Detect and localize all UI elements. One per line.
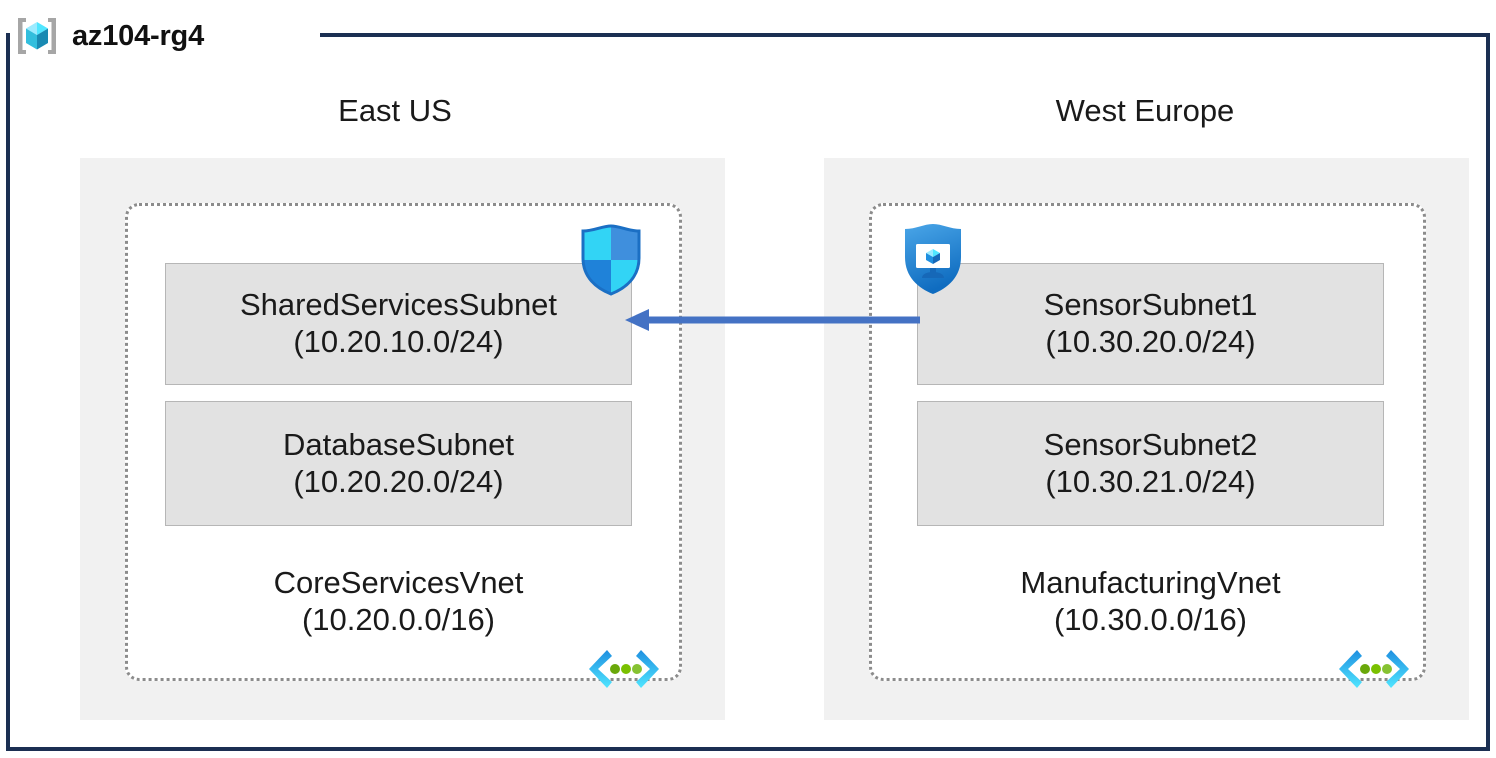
subnet-cidr: (10.30.20.0/24): [1045, 324, 1256, 359]
vnet-name: ManufacturingVnet: [1020, 565, 1281, 600]
subnet-name: DatabaseSubnet: [283, 426, 514, 462]
subnet-name: SensorSubnet2: [1043, 426, 1258, 462]
subnet-box-database[interactable]: DatabaseSubnet (10.20.20.0/24): [165, 401, 632, 526]
subnet-name: SensorSubnet1: [1043, 287, 1258, 323]
vnet-cidr: (10.30.0.0/16): [1053, 601, 1248, 637]
network-security-group-icon: [899, 222, 967, 296]
region-label-west-europe: West Europe: [1055, 93, 1235, 128]
subnet-box-sensor2[interactable]: SensorSubnet2 (10.30.21.0/24): [917, 401, 1384, 526]
resource-group-frame: [6, 33, 1490, 751]
virtual-network-icon: [588, 648, 660, 690]
resource-group-header: az104-rg4: [14, 10, 204, 62]
resource-group-name: az104-rg4: [72, 19, 204, 52]
firewall-shield-icon: [578, 224, 644, 296]
subnet-box-shared-services[interactable]: SharedServicesSubnet (10.20.10.0/24): [165, 263, 632, 385]
virtual-network-icon: [1338, 648, 1410, 690]
subnet-cidr: (10.30.21.0/24): [1045, 463, 1256, 499]
vnet-caption-manufacturing: ManufacturingVnet (10.30.0.0/16): [917, 565, 1384, 638]
subnet-box-sensor1[interactable]: SensorSubnet1 (10.30.20.0/24): [917, 263, 1384, 385]
subnet-cidr: (10.20.10.0/24): [293, 324, 504, 359]
vnet-cidr: (10.20.0.0/16): [301, 601, 496, 637]
subnet-name: SharedServicesSubnet: [239, 287, 558, 323]
subnet-cidr: (10.20.20.0/24): [293, 463, 504, 499]
resource-group-cube-icon: [14, 16, 60, 56]
vnet-name: CoreServicesVnet: [273, 565, 524, 600]
vnet-caption-core-services: CoreServicesVnet (10.20.0.0/16): [165, 565, 632, 638]
resource-group-frame-title-gap: [10, 20, 320, 50]
region-label-east-us: East US: [338, 93, 452, 128]
